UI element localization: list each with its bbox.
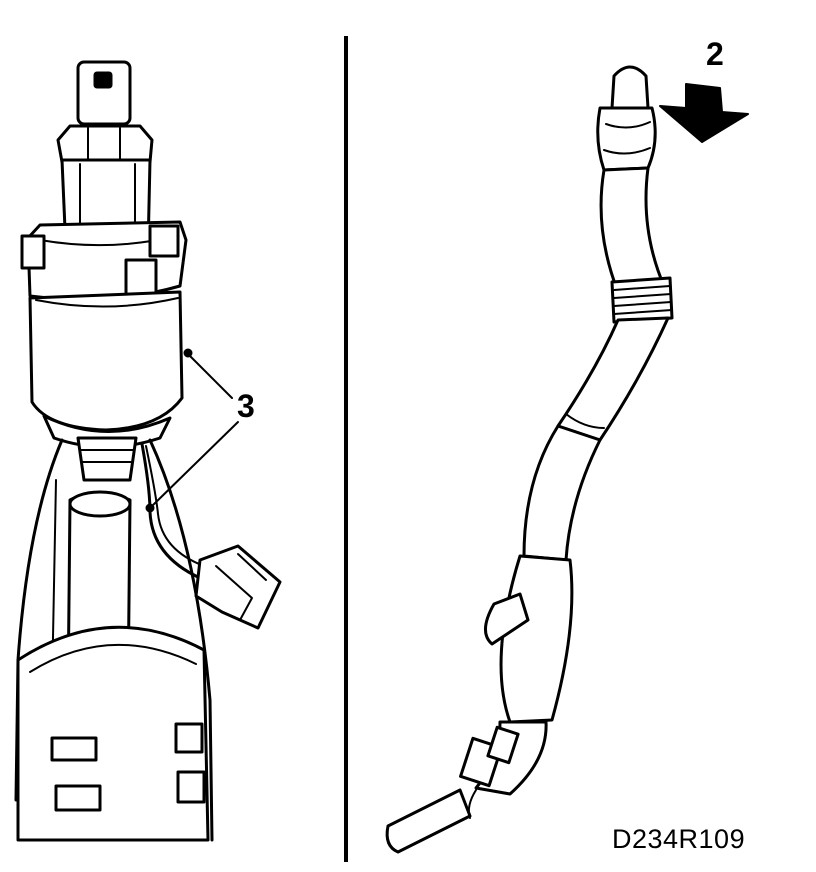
harness-lower-sleeve (522, 424, 602, 562)
direction-arrow (659, 83, 749, 143)
drive-stud (76, 60, 132, 126)
figure-code: D234R109 (612, 824, 746, 854)
sensor-assembly (14, 60, 282, 842)
harness-bellows (610, 276, 674, 324)
sleeve-slot (174, 722, 204, 754)
harness-grommet (499, 554, 574, 724)
wire-connector (194, 544, 282, 630)
harness-boot (596, 106, 657, 172)
sleeve-slot (176, 770, 206, 804)
callout-label-3: 3 (237, 388, 255, 424)
callout-label-2: 2 (706, 36, 724, 72)
hex-nut (56, 124, 154, 164)
threaded-neck (76, 436, 138, 482)
harness-lower-wire (385, 788, 472, 854)
sleeve-slot (54, 784, 102, 812)
leader-line-3 (151, 421, 239, 507)
harness-middle-sleeve (556, 316, 670, 442)
housing-wall-right (148, 438, 214, 842)
harness-sleeve (599, 166, 666, 294)
wiring-harness (385, 65, 674, 854)
housing-wall-left (14, 438, 64, 802)
harness-end-cap (610, 65, 650, 110)
leader-line-3 (189, 355, 233, 399)
sensor-cylinder (28, 290, 184, 432)
sleeve-slot (50, 736, 98, 762)
grommet-tab (484, 592, 530, 646)
